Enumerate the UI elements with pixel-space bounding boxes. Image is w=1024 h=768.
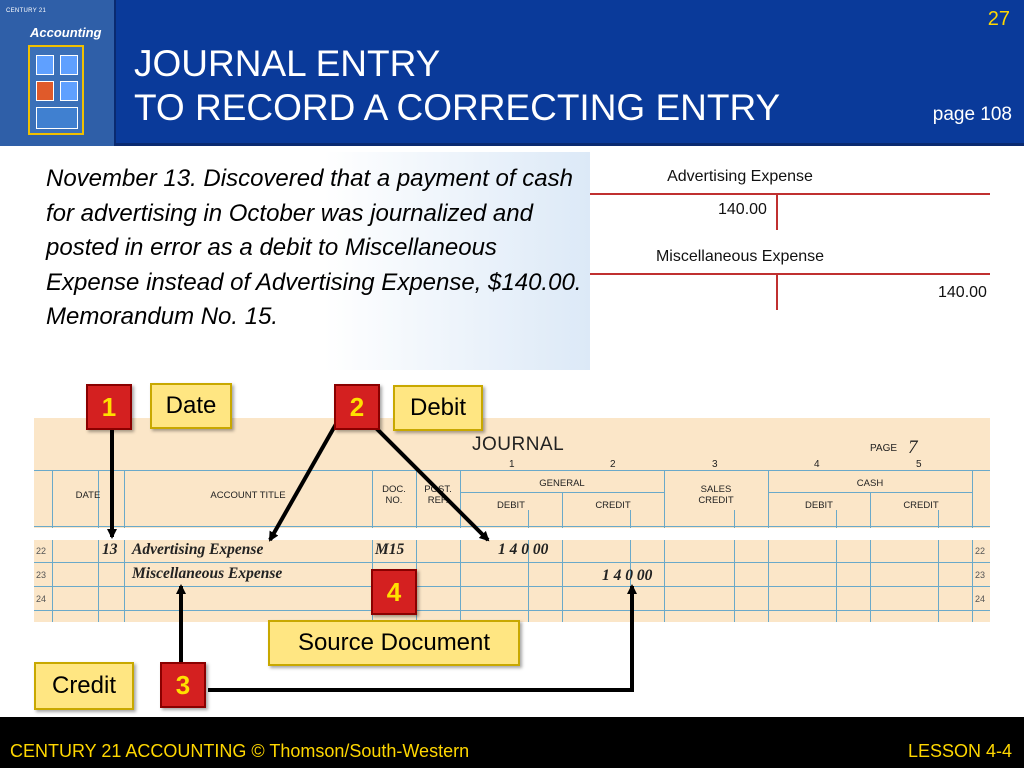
- column-number: 1: [509, 459, 515, 470]
- problem-background: [0, 152, 590, 370]
- callout-debit: Debit: [393, 385, 483, 431]
- t-account-credit-value: 140.00: [938, 284, 987, 301]
- grid-line: [836, 510, 837, 622]
- row-number-left: 23: [36, 570, 47, 580]
- header-date: DATE: [75, 490, 101, 501]
- page-reference: page 108: [932, 104, 1012, 125]
- t-account-vertical-line: [776, 194, 778, 230]
- grid-line: [372, 470, 373, 622]
- header-sales-credit-line2: CREDIT: [698, 495, 734, 506]
- slide-footer: CENTURY 21 ACCOUNTING © Thomson/South-We…: [0, 717, 1024, 768]
- grid-line: [562, 492, 563, 622]
- column-number: 4: [814, 459, 820, 470]
- entry-doc-no: M15: [375, 541, 405, 558]
- callout-source-document: Source Document: [268, 620, 520, 666]
- t-account-name: Miscellaneous Expense: [655, 248, 825, 265]
- slide-title-line2: TO RECORD A CORRECTING ENTRY: [134, 87, 781, 128]
- column-number: 5: [916, 459, 922, 470]
- entry-date: 13: [102, 541, 118, 558]
- journal-title: JOURNAL: [472, 434, 565, 455]
- grid-line: [98, 470, 99, 622]
- journal-form: JOURNAL PAGE 7 1 2 3 4 5 DATE ACCOUNT TI…: [34, 418, 990, 622]
- header-general-credit: CREDIT: [595, 500, 631, 511]
- header-sales-credit: SALES CREDIT: [664, 484, 768, 506]
- book-cover-door-art: [28, 45, 84, 135]
- step-1-badge: 1: [86, 384, 132, 430]
- row-number-right: 23: [975, 570, 986, 580]
- grid-line: [528, 510, 529, 622]
- slide-number: 27: [987, 8, 1010, 30]
- slide-title: JOURNAL ENTRY TO RECORD A CORRECTING ENT…: [134, 42, 780, 130]
- row-number-right: 24: [975, 594, 986, 604]
- grid-line: [938, 510, 939, 622]
- row-number-left: 24: [36, 594, 47, 604]
- grid-line: [870, 492, 871, 622]
- grid-line: [34, 562, 990, 563]
- grid-line: [664, 470, 665, 622]
- problem-text: November 13. Discovered that a payment o…: [46, 165, 582, 330]
- step-4-badge: 4: [371, 569, 417, 615]
- column-number: 3: [712, 459, 718, 470]
- grid-line: [734, 510, 735, 622]
- header-post-ref: POST. REF.: [416, 484, 460, 506]
- t-account-miscellaneous-expense: Miscellaneous Expense 140.00: [590, 248, 992, 328]
- header-cash: CASH: [856, 478, 884, 489]
- row-number-left: 22: [36, 546, 47, 556]
- row-number-right: 22: [975, 546, 986, 556]
- entry-general-credit: 1 4 0 00: [602, 567, 653, 584]
- grid-line: [34, 470, 990, 471]
- t-account-name: Advertising Expense: [667, 168, 813, 185]
- t-account-horizontal-line: [590, 273, 990, 275]
- slide-header: CENTURY 21 Accounting 27 JOURNAL ENTRY T…: [0, 0, 1024, 146]
- header-sales-credit-line1: SALES: [700, 484, 732, 495]
- header-post-ref-line1: POST.: [424, 484, 452, 495]
- header-post-ref-line2: REF.: [427, 495, 449, 506]
- book-cover-publisher: CENTURY 21: [6, 8, 47, 14]
- header-doc-no-line2: NO.: [385, 495, 403, 506]
- step-2-badge: 2: [334, 384, 380, 430]
- t-account-debit-value: 140.00: [718, 201, 767, 218]
- grid-line: [460, 470, 461, 622]
- header-cash-credit: CREDIT: [903, 500, 939, 511]
- footer-lesson: LESSON 4-4: [907, 741, 1012, 761]
- grid-line: [34, 610, 990, 611]
- entry-account-title: Advertising Expense: [132, 541, 264, 558]
- book-cover-image: CENTURY 21 Accounting: [0, 0, 116, 146]
- header-general: GENERAL: [539, 478, 585, 489]
- grid-line: [416, 470, 417, 622]
- callout-date: Date: [150, 383, 232, 429]
- t-account-advertising-expense: Advertising Expense 140.00: [590, 168, 992, 248]
- slide-title-line1: JOURNAL ENTRY: [134, 43, 441, 84]
- grid-line: [972, 470, 973, 622]
- grid-line: [34, 586, 990, 587]
- header-doc-no-line1: DOC.: [382, 484, 406, 495]
- grid-line: [34, 526, 990, 527]
- book-cover-brand: Accounting: [30, 25, 102, 40]
- journal-row-separator: [34, 528, 990, 540]
- column-number: 2: [610, 459, 616, 470]
- step-3-badge: 3: [160, 662, 206, 708]
- entry-general-debit: 1 4 0 00: [498, 541, 549, 558]
- header-doc-no: DOC. NO.: [372, 484, 416, 506]
- grid-line: [630, 510, 631, 622]
- header-general-debit: DEBIT: [497, 500, 525, 511]
- journal-page-label: PAGE: [870, 443, 898, 454]
- grid-line: [768, 470, 769, 622]
- header-account-title: ACCOUNT TITLE: [210, 490, 286, 501]
- footer-copyright: CENTURY 21 ACCOUNTING © Thomson/South-We…: [10, 741, 470, 761]
- grid-line: [52, 470, 53, 622]
- t-account-vertical-line: [776, 274, 778, 310]
- header-cash-debit: DEBIT: [805, 500, 833, 511]
- grid-line: [124, 470, 125, 622]
- journal-page-number: 7: [908, 437, 918, 458]
- entry-account-title: Miscellaneous Expense: [132, 565, 283, 582]
- callout-credit: Credit: [34, 662, 134, 710]
- t-account-horizontal-line: [590, 193, 990, 195]
